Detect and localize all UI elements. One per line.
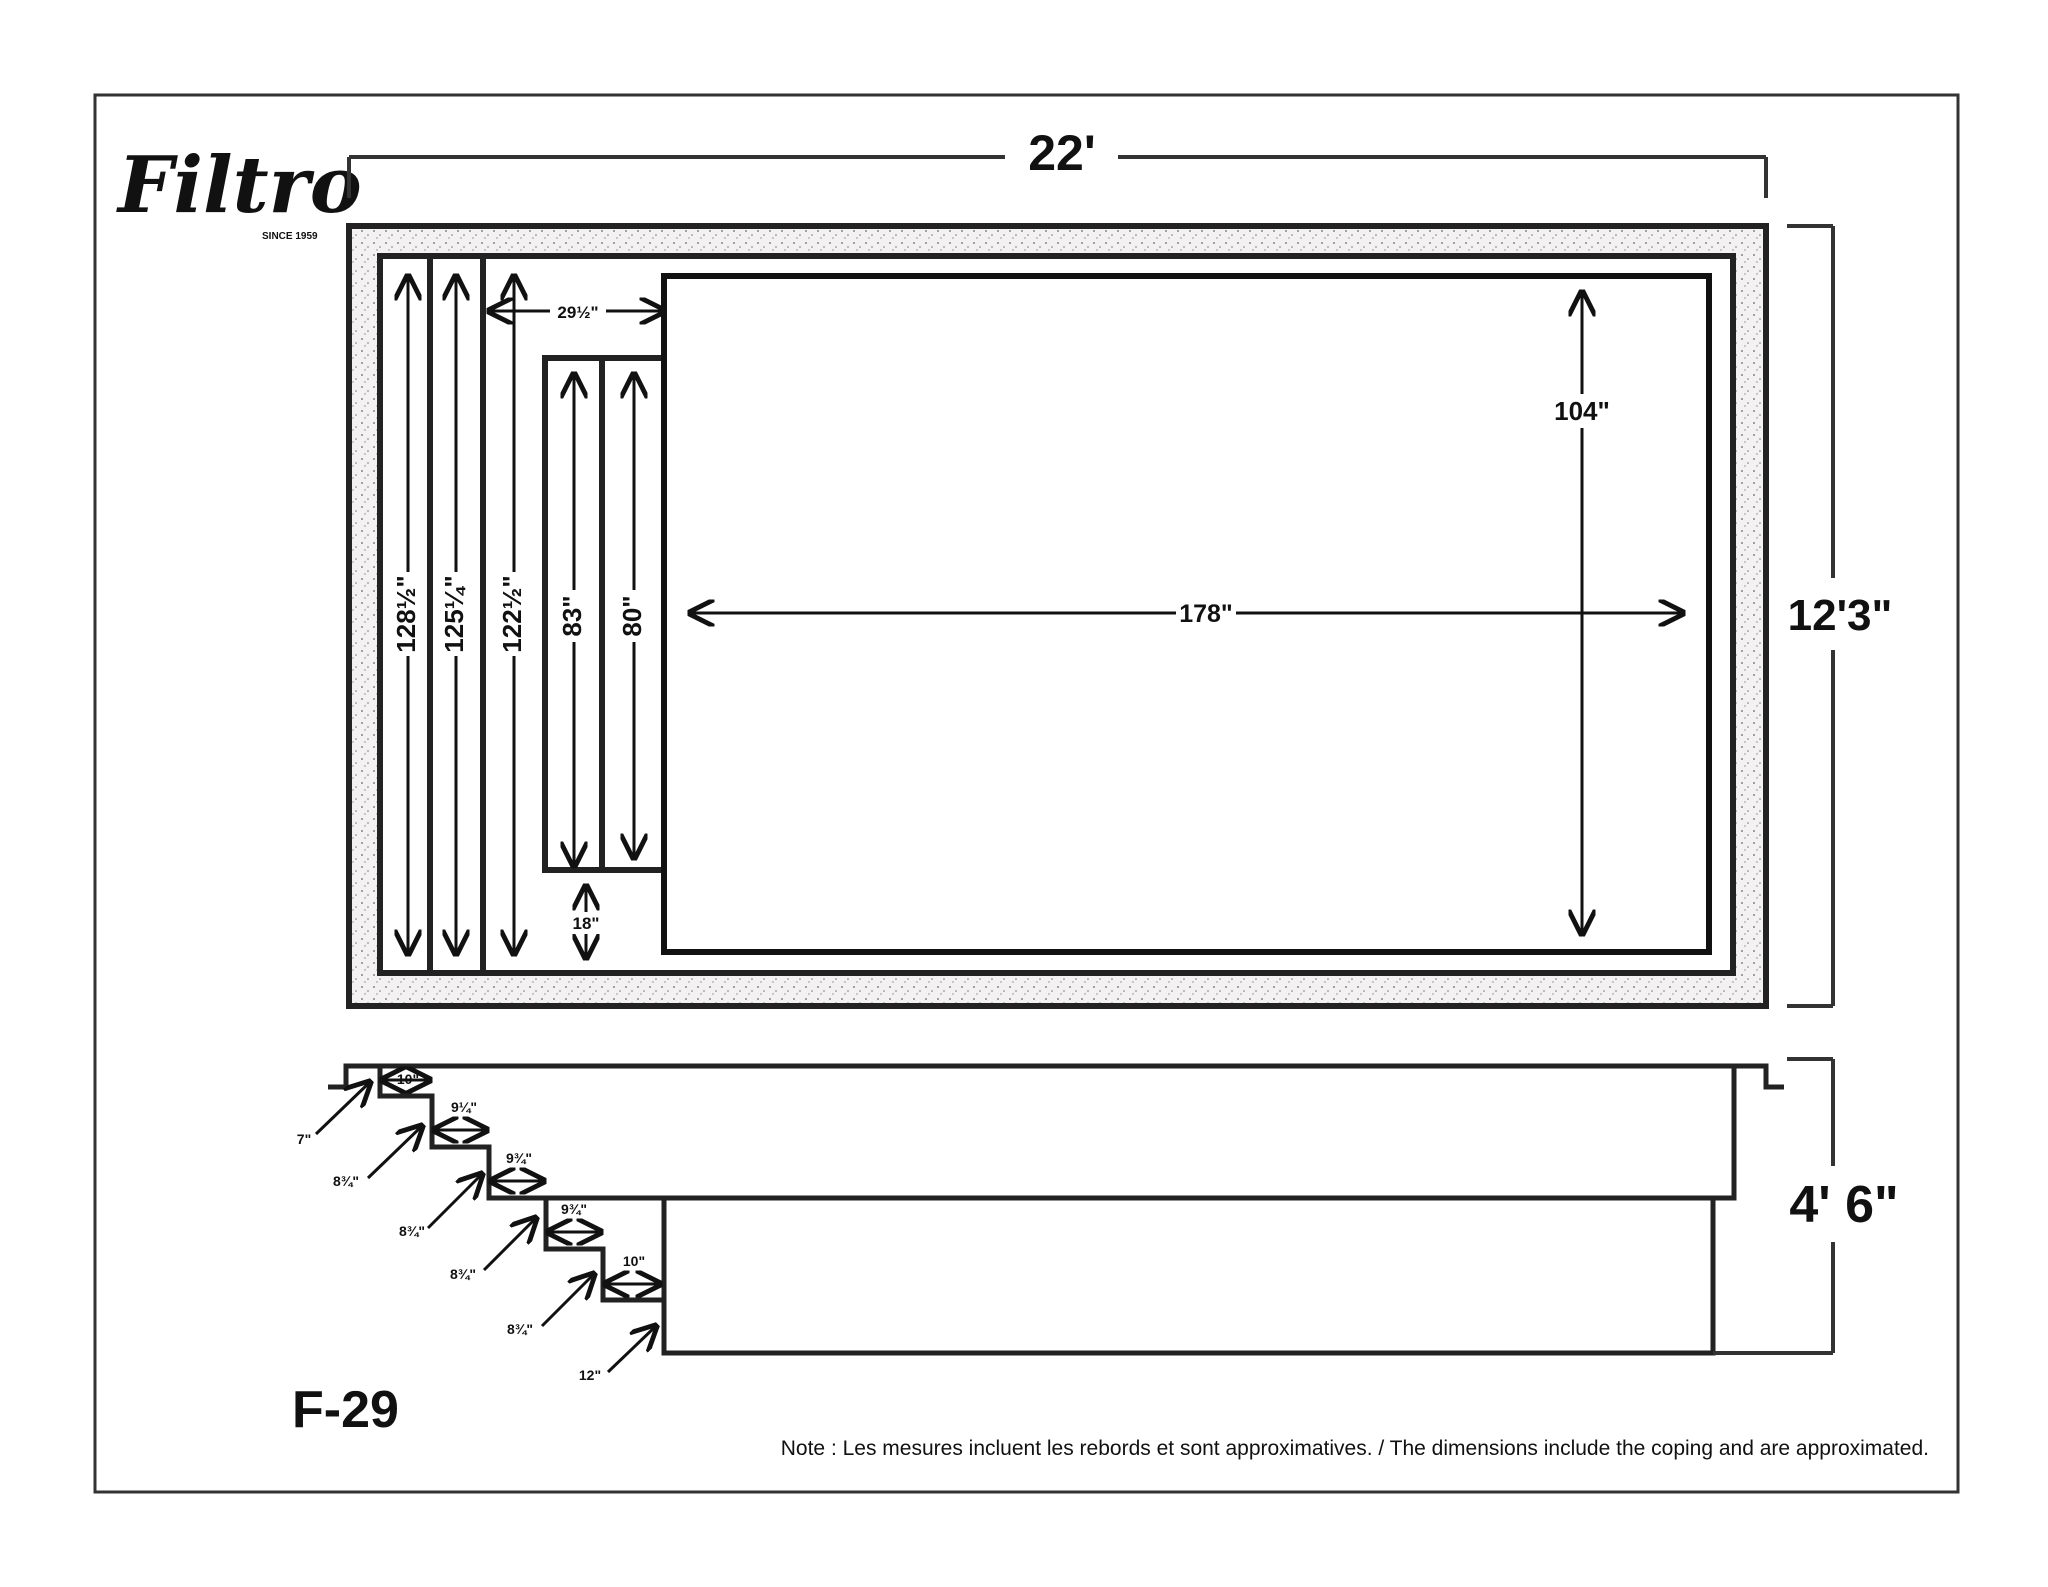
riser-5-label: 8¾": [507, 1321, 533, 1337]
dim-29-label: 29½": [557, 303, 598, 322]
tread-3-label: 9¾": [506, 1150, 532, 1166]
section-profile: [328, 1063, 1784, 1356]
dim-125-label: 125¼": [439, 575, 469, 652]
tread-1-label: 10": [397, 1071, 419, 1087]
riser-4-label: 8¾": [450, 1266, 476, 1282]
logo-text: Filtro: [116, 140, 362, 231]
overall-length-label: 22': [1028, 125, 1096, 181]
dimension-note: Note : Les mesures incluent les rebords …: [781, 1437, 1929, 1460]
tread-labels: 10" 9¼" 9¾" 9¾" 10": [397, 1071, 645, 1269]
dim-104-label: 104": [1554, 396, 1610, 426]
overall-width-dim: [1787, 224, 1835, 1008]
dim-18-label: 18": [573, 914, 600, 933]
model-number: F-29: [292, 1381, 399, 1439]
tread-2-label: 9¼": [451, 1099, 477, 1115]
dim-83-label: 83": [557, 595, 587, 636]
filtro-logo: Filtro SINCE 1959: [116, 140, 362, 242]
riser-1-label: 7": [297, 1131, 311, 1147]
dim-128-label: 128½": [391, 575, 421, 652]
depth-dim: [1713, 1057, 1835, 1355]
plan-dimension-labels: 128½" 125¼" 122½" 83" 80" 29½" 18" 178" …: [391, 300, 1614, 934]
riser-2-label: 8¾": [333, 1173, 359, 1189]
overall-length-dim: [347, 155, 1768, 198]
depth-label: 4' 6": [1789, 1176, 1898, 1234]
tread-arrows: [382, 1080, 660, 1284]
dim-122-label: 122½": [497, 575, 527, 652]
logo-since: SINCE 1959: [262, 231, 318, 242]
page-frame: [93, 93, 1960, 1494]
riser-pointers: [314, 1082, 656, 1374]
riser-3-label: 8¾": [399, 1223, 425, 1239]
riser-6-label: 12": [579, 1367, 601, 1383]
dim-80-label: 80": [617, 595, 647, 636]
overall-width-label: 12'3": [1788, 591, 1893, 640]
tread-5-label: 10": [623, 1253, 645, 1269]
dim-178-label: 178": [1179, 600, 1233, 628]
riser-labels: 7" 8¾" 8¾" 8¾" 8¾" 12": [297, 1131, 601, 1383]
tread-4-label: 9¾": [561, 1201, 587, 1217]
